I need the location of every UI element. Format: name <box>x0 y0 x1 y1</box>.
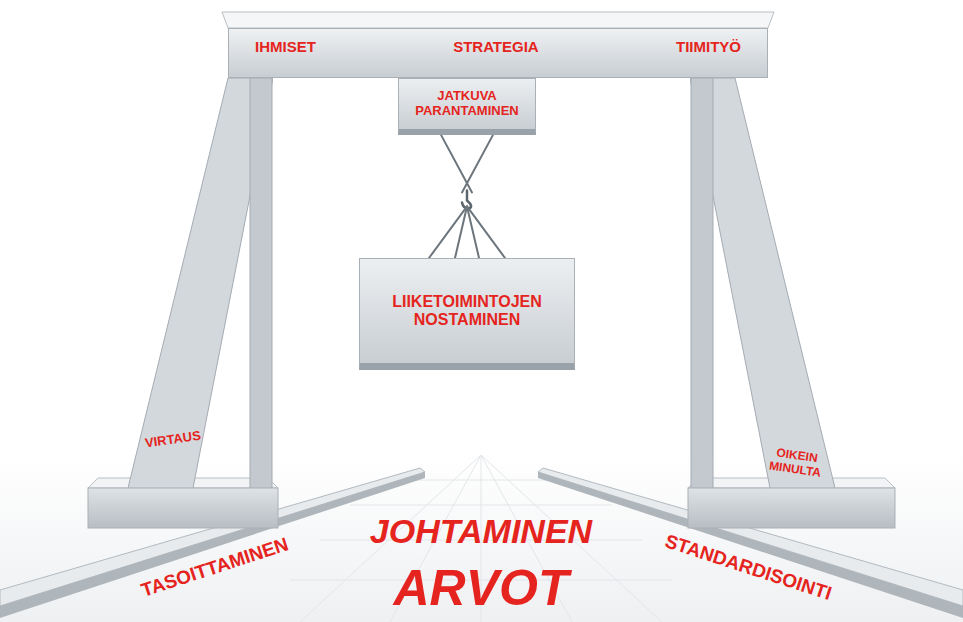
inner-post <box>691 78 713 488</box>
beam-label: TIIMITYÖ <box>676 38 741 55</box>
right-leg: OIKEIN MINULTA <box>690 78 835 488</box>
beam-label: STRATEGIA <box>453 38 539 55</box>
left-rail <box>0 468 425 618</box>
crane-beam: IHMISET STRATEGIA TIIMITYÖ <box>228 28 768 78</box>
floor-label: STANDARDISOINTI <box>662 531 834 605</box>
sling <box>467 206 505 258</box>
outer-leg <box>690 78 835 488</box>
cable <box>462 135 493 193</box>
leg-shape <box>128 78 273 488</box>
beam-label: IHMISET <box>255 38 316 55</box>
left-leg: VIRTAUS <box>128 78 273 488</box>
sling <box>455 206 467 258</box>
right-rail <box>538 468 963 618</box>
sling <box>429 206 467 258</box>
trolley-box: JATKUVA PARANTAMINEN <box>398 78 536 135</box>
floor-heading: ARVOT <box>394 561 569 616</box>
floor-label: TASOITTAMINEN <box>139 534 291 601</box>
box-label: LIIKETOIMINTOJEN NOSTAMINEN <box>372 293 562 330</box>
box-label: JATKUVA PARANTAMINEN <box>411 89 523 119</box>
floor-grid <box>290 455 672 622</box>
beam-top-face <box>222 12 774 28</box>
floor-heading: JOHTAMINEN <box>370 513 592 550</box>
inner-post <box>250 78 272 488</box>
load-box: LIIKETOIMINTOJEN NOSTAMINEN <box>359 258 575 370</box>
hoist-cable <box>429 135 505 258</box>
outer-leg <box>128 78 273 488</box>
leg-shape <box>690 78 835 488</box>
